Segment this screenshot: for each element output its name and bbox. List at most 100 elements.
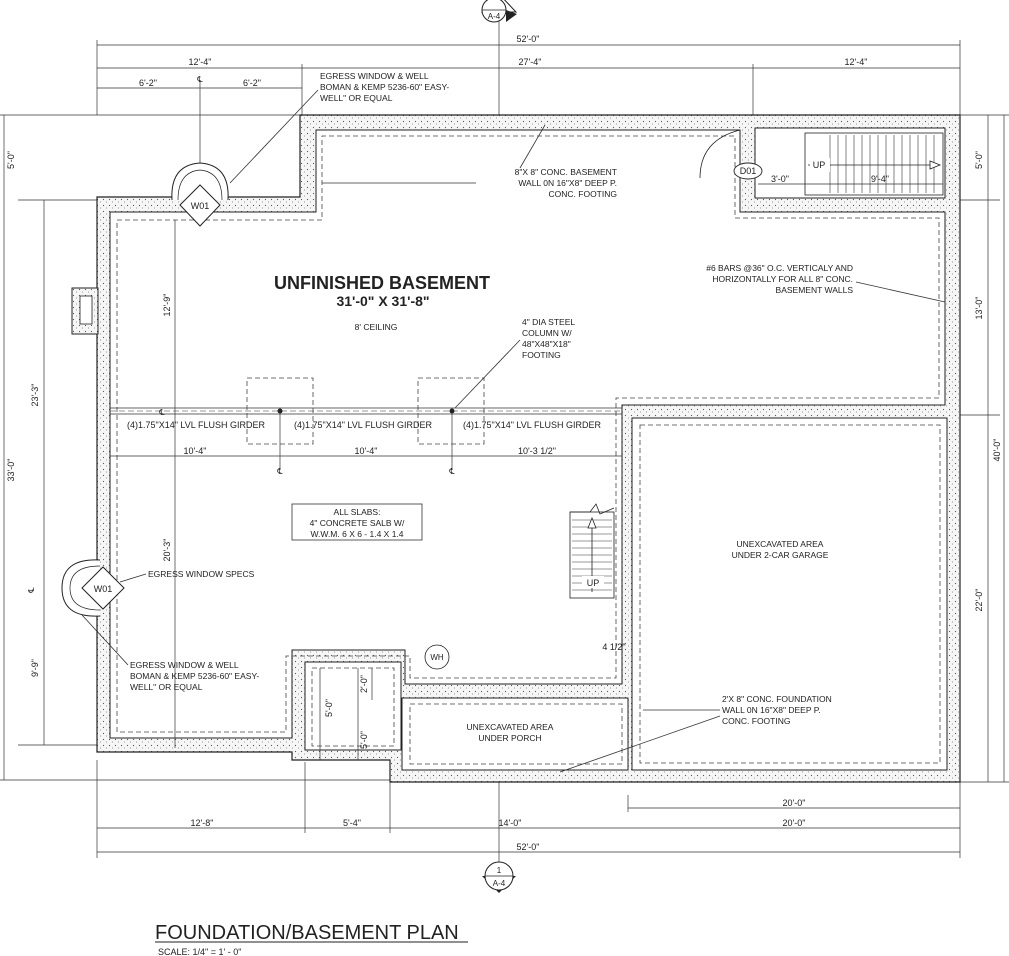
dim-stair-top-b: 9'-4": [871, 174, 889, 184]
egress-window-left[interactable]: W01: [61, 559, 125, 617]
girder-label-2: (4)1.75"X14" LVL FLUSH GIRDER: [294, 420, 432, 430]
svg-text:4" CONCRETE SALB W/: 4" CONCRETE SALB W/: [310, 518, 405, 528]
section-marker-bottom[interactable]: 1 A-4: [482, 861, 516, 893]
dim-top-sub-a: 6'-2": [139, 78, 157, 88]
section-sheet-top: A-4: [488, 12, 501, 21]
column-footing-2: [417, 377, 485, 445]
dim-stair-top-a: 3'-0": [771, 174, 789, 184]
svg-text:BOMAN & KEMP 5236-60" EASY-: BOMAN & KEMP 5236-60" EASY-: [320, 82, 449, 92]
plan-scale: SCALE: 1/4" = 1' - 0": [158, 947, 241, 956]
svg-text:2'-0": 2'-0": [359, 675, 369, 693]
dim-top-overall: 52'-0": [517, 34, 540, 44]
svg-text:CONC. FOOTING: CONC. FOOTING: [722, 716, 790, 726]
note-basement-wall: 8"X 8" CONC. BASEMENT WALL 0N 16"X8" DEE…: [322, 124, 617, 199]
section-marker-top[interactable]: A-4: [480, 0, 518, 23]
dim-girder-c: 10'-3 1/2": [518, 446, 556, 456]
svg-text:WELL" OR EQUAL: WELL" OR EQUAL: [130, 682, 203, 692]
plan-title-block: FOUNDATION/BASEMENT PLAN SCALE: 1/4" = 1…: [155, 922, 468, 956]
svg-text:℄: ℄: [158, 408, 165, 417]
svg-text:COLUMN W/: COLUMN W/: [522, 328, 572, 338]
right-dimensions: 5'-0" 13'-0" 40'-0" 22'-0": [960, 114, 1009, 783]
svg-text:5'-0": 5'-0": [359, 731, 369, 749]
svg-text:FOOTING: FOOTING: [522, 350, 561, 360]
water-heater-label: WH: [430, 653, 444, 662]
plan-title: FOUNDATION/BASEMENT PLAN: [155, 922, 459, 944]
dim-top-sub-b: 6'-2": [243, 78, 261, 88]
svg-text:WELL" OR EQUAL: WELL" OR EQUAL: [320, 93, 393, 103]
svg-text:BOMAN & KEMP 5236-60" EASY-: BOMAN & KEMP 5236-60" EASY-: [130, 671, 259, 681]
egress-window-top[interactable]: W01: [171, 162, 229, 227]
svg-text:52'-0": 52'-0": [517, 842, 540, 852]
note-steel-column: 4" DIA STEEL COLUMN W/ 48"X48"X18" FOOTI…: [454, 317, 575, 409]
svg-text:℄: ℄: [276, 467, 283, 476]
svg-text:WALL 0N 16"X8" DEEP P.: WALL 0N 16"X8" DEEP P.: [518, 178, 617, 188]
svg-text:EGRESS WINDOW SPECS: EGRESS WINDOW SPECS: [148, 569, 255, 579]
svg-text:A-4: A-4: [493, 879, 506, 888]
dim-left-mid: 23'-3": [30, 384, 40, 407]
stair-up-top-label: UP: [813, 160, 826, 170]
dim-right-bottom: 22'-0": [974, 589, 984, 612]
dim-left-top: 5'-0": [6, 151, 16, 169]
room-size: 31'-0" X 31'-8": [336, 293, 429, 309]
stair-top[interactable]: UP 3'-0" 9'-4": [758, 132, 944, 196]
note-porch: UNEXCAVATED AREA UNDER PORCH: [467, 722, 554, 743]
bottom-dimensions: 20'-0" 12'-8" 5'-4" 14'-0" 20'-0" 52'-0": [96, 760, 961, 858]
note-slab: ALL SLABS: 4" CONCRETE SALB W/ W.W.M. 6 …: [291, 503, 423, 541]
dim-girder-a: 10'-4": [184, 446, 207, 456]
note-egress-bottom: EGRESS WINDOW & WELL BOMAN & KEMP 5236-6…: [81, 614, 259, 692]
dim-inner-bottom: 20'-3": [162, 539, 172, 562]
svg-text:℄: ℄: [196, 75, 203, 84]
svg-text:5'-0": 5'-0": [324, 699, 334, 717]
svg-text:CONC. FOOTING: CONC. FOOTING: [549, 189, 617, 199]
note-rebar: #6 BARS @36" O.C. VERTICALY AND HORIZONT…: [706, 263, 946, 303]
stair-up-inner-label: UP: [587, 578, 600, 588]
svg-text:℄: ℄: [27, 587, 36, 594]
svg-text:#6 BARS @36" O.C. VERTICALY AN: #6 BARS @36" O.C. VERTICALY AND: [706, 263, 853, 273]
svg-text:20'-0": 20'-0": [783, 818, 806, 828]
svg-text:8"X 8" CONC. BASEMENT: 8"X 8" CONC. BASEMENT: [515, 167, 617, 177]
dim-top-right: 12'-4": [845, 57, 868, 67]
window-tag-left: W01: [94, 584, 113, 594]
svg-text:5'-4": 5'-4": [343, 818, 361, 828]
porch-dims: 5'-0" 2'-0" 5'-0" 4 1/2": [319, 642, 626, 760]
svg-text:ALL SLABS:: ALL SLABS:: [334, 507, 381, 517]
svg-text:48"X48"X18": 48"X48"X18": [522, 339, 571, 349]
note-egress-top: EGRESS WINDOW & WELL BOMAN & KEMP 5236-6…: [229, 71, 449, 184]
girder-label-1: (4)1.75"X14" LVL FLUSH GIRDER: [127, 420, 265, 430]
dim-right-top: 5'-0": [974, 151, 984, 169]
stair-basement[interactable]: UP: [569, 503, 615, 599]
svg-text:4" DIA STEEL: 4" DIA STEEL: [522, 317, 575, 327]
note-egress-specs: EGRESS WINDOW SPECS: [119, 569, 255, 583]
girder: ℄ (4)1.75"X14" LVL FLUSH GIRDER (4)1.75"…: [110, 407, 622, 476]
svg-text:20'-0": 20'-0": [783, 798, 806, 808]
water-heater[interactable]: WH: [424, 644, 450, 670]
ceiling-height: 8' CEILING: [355, 322, 398, 332]
wall-pocket-left: [71, 287, 99, 335]
footing-dashes: [116, 135, 941, 765]
room-name: UNFINISHED BASEMENT: [274, 273, 490, 293]
svg-text:WALL 0N 16"X8" DEEP P.: WALL 0N 16"X8" DEEP P.: [722, 705, 821, 715]
dim-girder-b: 10'-4": [355, 446, 378, 456]
svg-text:UNDER PORCH: UNDER PORCH: [478, 733, 541, 743]
svg-text:BASEMENT WALLS: BASEMENT WALLS: [776, 285, 854, 295]
svg-text:12'-8": 12'-8": [191, 818, 214, 828]
svg-text:UNEXCAVATED AREA: UNEXCAVATED AREA: [467, 722, 554, 732]
girder-label-3: (4)1.75"X14" LVL FLUSH GIRDER: [463, 420, 601, 430]
column-footing-1: [246, 377, 314, 445]
svg-text:W.W.M. 6 X 6 - 1.4 X 1.4: W.W.M. 6 X 6 - 1.4 X 1.4: [310, 529, 403, 539]
inner-vertical-dim: 12'-9" 20'-3": [162, 220, 176, 748]
svg-text:14'-0": 14'-0": [499, 818, 522, 828]
note-foundation-wall: 2'X 8" CONC. FOUNDATION WALL 0N 16"X8" D…: [559, 694, 832, 773]
svg-text:1: 1: [497, 866, 502, 875]
dim-top-left: 12'-4": [189, 57, 212, 67]
dim-left-outer: 33'-0": [6, 459, 16, 482]
note-garage: UNEXCAVATED AREA UNDER 2-CAR GARAGE: [732, 539, 829, 560]
door-d01[interactable]: D01: [699, 129, 763, 180]
dim-top-mid: 27'-4": [519, 57, 542, 67]
left-dimensions: 33'-0" 23'-3" 5'-0" 9'-9" ℄: [0, 114, 390, 781]
svg-text:4 1/2": 4 1/2": [602, 642, 625, 652]
svg-text:UNEXCAVATED AREA: UNEXCAVATED AREA: [737, 539, 824, 549]
svg-text:2'X 8" CONC. FOUNDATION: 2'X 8" CONC. FOUNDATION: [722, 694, 832, 704]
dim-left-bottom: 9'-9": [30, 659, 40, 677]
svg-text:HORIZONTALLY FOR ALL 8" CONC.: HORIZONTALLY FOR ALL 8" CONC.: [712, 274, 853, 284]
